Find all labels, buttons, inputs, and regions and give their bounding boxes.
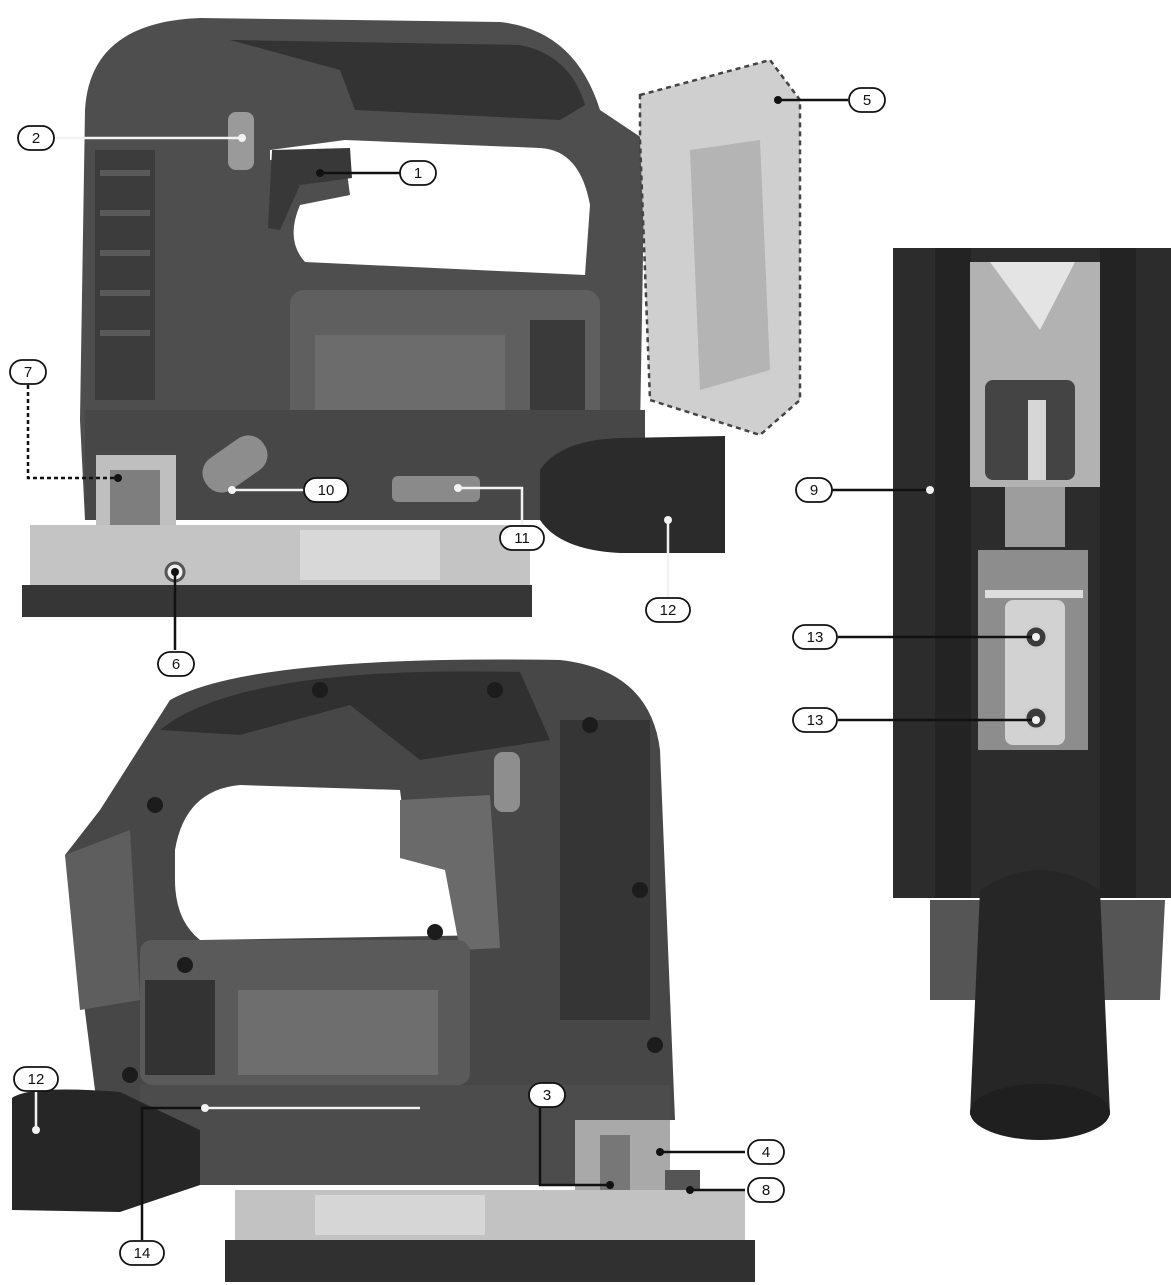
leader-dot-9 — [926, 486, 934, 494]
callout-3-label: 3 — [543, 1087, 551, 1104]
leader-line-7 — [26, 385, 118, 480]
leader-dot-8 — [686, 1186, 694, 1194]
callout-5: 5 — [848, 87, 886, 113]
leader-dot-13b — [1032, 716, 1040, 724]
leader-line-3 — [538, 1108, 610, 1187]
callout-2: 2 — [17, 125, 55, 151]
callout-12-bottom: 12 — [13, 1066, 59, 1092]
callout-13-lower-label: 13 — [807, 712, 824, 729]
callout-13-upper-label: 13 — [807, 629, 824, 646]
callout-8: 8 — [747, 1177, 785, 1203]
callout-12-bottom-label: 12 — [28, 1071, 45, 1088]
callout-13-upper: 13 — [792, 624, 838, 650]
leader-dot-12a — [664, 516, 672, 524]
callout-13-lower: 13 — [792, 707, 838, 733]
leader-dot-6 — [171, 568, 179, 576]
callout-5-label: 5 — [863, 92, 871, 109]
callout-7: 7 — [9, 359, 47, 385]
leader-dot-1 — [316, 169, 324, 177]
leader-dot-14 — [201, 1104, 209, 1112]
callout-6: 6 — [157, 651, 195, 677]
leader-dot-13a — [1032, 633, 1040, 641]
jigsaw-bottom-view-icon — [893, 248, 1171, 1140]
leader-dot-3 — [606, 1181, 614, 1189]
leader-lines — [26, 96, 1040, 1240]
callout-2-label: 2 — [32, 130, 40, 147]
jigsaw-rear-view-icon — [12, 659, 755, 1282]
callout-11-label: 11 — [514, 530, 530, 547]
callout-1-label: 1 — [414, 165, 422, 182]
callout-12-top-label: 12 — [660, 602, 677, 619]
leader-dot-10 — [228, 486, 236, 494]
leader-dot-4 — [656, 1148, 664, 1156]
callout-14: 14 — [119, 1240, 165, 1266]
callout-9: 9 — [795, 477, 833, 503]
callout-10: 10 — [303, 477, 349, 503]
leader-dot-12b — [32, 1126, 40, 1134]
callout-11: 11 — [499, 525, 545, 551]
callout-12-top: 12 — [645, 597, 691, 623]
callout-10-label: 10 — [318, 482, 335, 499]
leader-line-11 — [458, 486, 524, 525]
callout-7-label: 7 — [24, 364, 32, 381]
callout-8-label: 8 — [762, 1182, 770, 1199]
callout-3: 3 — [528, 1082, 566, 1108]
leader-dot-2 — [238, 134, 246, 142]
callout-14-label: 14 — [134, 1245, 151, 1262]
callout-9-label: 9 — [810, 482, 818, 499]
callout-4-label: 4 — [762, 1144, 770, 1161]
callout-4: 4 — [747, 1139, 785, 1165]
callout-labels: 1 2 3 4 5 6 7 8 — [9, 87, 886, 1266]
leader-dot-7 — [114, 474, 122, 482]
leader-dot-5 — [774, 96, 782, 104]
leader-dot-11 — [454, 484, 462, 492]
jigsaw-side-view-icon — [22, 18, 802, 617]
callout-1: 1 — [399, 160, 437, 186]
callout-6-label: 6 — [172, 656, 180, 673]
